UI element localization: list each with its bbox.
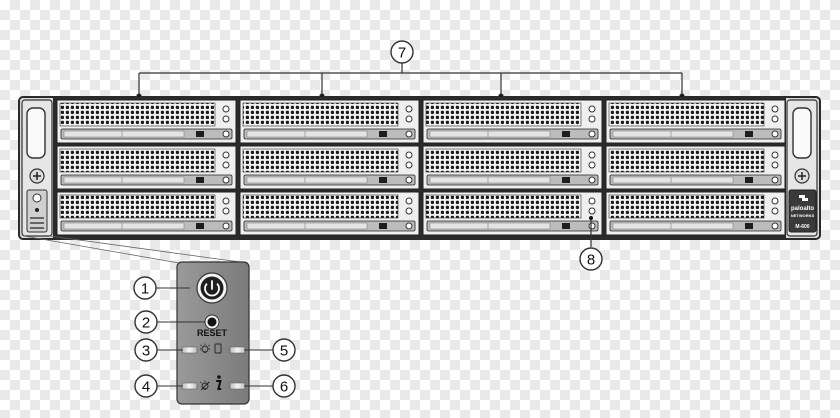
drive-status-led: [588, 207, 596, 215]
drive-release-button[interactable]: [405, 176, 413, 184]
info-icon: [216, 375, 222, 390]
callout-3: 3: [134, 338, 158, 362]
callout-2: 2: [134, 310, 158, 334]
svg-text:4: 4: [142, 379, 150, 396]
led-3: [181, 346, 198, 354]
drive-bay[interactable]: [239, 99, 420, 144]
reset-button: [204, 314, 220, 330]
drive-release-button[interactable]: [588, 130, 596, 138]
drive-bay[interactable]: [239, 145, 420, 190]
callout-5: 5: [272, 338, 296, 362]
drive-bay[interactable]: [605, 99, 786, 144]
thumbscrew-icon: [29, 168, 45, 184]
drive-status-led: [771, 207, 779, 215]
drive-bay[interactable]: [56, 99, 237, 144]
drive-activity-led: [771, 105, 779, 113]
drive-bay[interactable]: [422, 99, 603, 144]
drive-status-led: [405, 161, 413, 169]
drive-release-button[interactable]: [222, 130, 230, 138]
drive-release-button[interactable]: [405, 130, 413, 138]
drive-status-led: [405, 207, 413, 215]
led-5: [229, 346, 246, 354]
thumbscrew-icon: [794, 168, 810, 184]
zoom-lines: [23, 235, 248, 264]
power-icon: [204, 280, 220, 297]
drive-bay[interactable]: [239, 191, 420, 236]
reset-button-icon: [207, 317, 217, 327]
led-4: [181, 382, 198, 390]
drive-release-button[interactable]: [771, 130, 779, 138]
callout-leaders: [156, 287, 273, 387]
chassis-logo-icon: [799, 195, 808, 201]
drive-activity-led: [771, 151, 779, 159]
drive-status-led: [771, 115, 779, 123]
drive-bay[interactable]: [422, 145, 603, 190]
drive-activity-led: [588, 151, 596, 159]
callout-4: 4: [134, 374, 158, 398]
drive-activity-led: [405, 105, 413, 113]
drive-activity-led: [222, 197, 230, 205]
drive-status-led: [222, 115, 230, 123]
svg-text:6: 6: [280, 379, 288, 396]
model-label: M-600: [795, 224, 809, 230]
svg-text:8: 8: [587, 252, 595, 269]
drive-bay[interactable]: [56, 191, 237, 236]
brand-line1: paloalto: [791, 206, 814, 212]
drive-activity-led: [405, 197, 413, 205]
drive-activity-led: [771, 197, 779, 205]
callout-6: 6: [272, 374, 296, 398]
drive-release-button[interactable]: [222, 222, 230, 230]
drive-status-led: [405, 115, 413, 123]
drive-status-led: [222, 161, 230, 169]
drive-status-led: [588, 161, 596, 169]
led-6: [229, 382, 246, 390]
drive-bay[interactable]: [56, 145, 237, 190]
drive-release-button[interactable]: [588, 176, 596, 184]
drive-activity-led: [588, 197, 596, 205]
drive-activity-led: [588, 105, 596, 113]
callout-1: 1: [133, 276, 157, 300]
drive-release-button[interactable]: [222, 176, 230, 184]
callout-8-leader: [589, 216, 593, 247]
drive-status-led: [588, 115, 596, 123]
svg-text:2: 2: [142, 315, 150, 332]
drive-status-led: [222, 207, 230, 215]
drive-bay-grid: [56, 99, 786, 236]
drive-activity-led: [222, 105, 230, 113]
drive-bay[interactable]: [605, 191, 786, 236]
svg-text:7: 7: [398, 45, 406, 62]
alarm-icon: [200, 380, 210, 391]
control-panel-detail: RESET: [176, 261, 250, 405]
svg-text:3: 3: [142, 343, 150, 360]
drive-release-button[interactable]: [588, 222, 596, 230]
drive-bay[interactable]: [605, 145, 786, 190]
drive-release-button[interactable]: [405, 222, 413, 230]
svg-text:1: 1: [141, 281, 149, 298]
brand-line2: NETWORKS: [791, 213, 815, 218]
drive-bay[interactable]: [422, 191, 603, 236]
right-rack-ear: paloalto NETWORKS M-600: [786, 99, 818, 237]
power-button: [196, 272, 228, 304]
drive-release-button[interactable]: [771, 222, 779, 230]
callout-7-bracket: [136, 63, 685, 99]
callout-7: 7: [390, 40, 414, 64]
drive-activity-led: [405, 151, 413, 159]
drive-icon: [214, 343, 222, 354]
drive-release-button[interactable]: [771, 176, 779, 184]
reset-label: RESET: [197, 328, 228, 338]
drive-status-led: [771, 161, 779, 169]
svg-text:5: 5: [280, 343, 288, 360]
drive-activity-led: [222, 151, 230, 159]
left-rack-ear: [21, 99, 53, 237]
light-bulb-icon: [200, 343, 210, 353]
callout-8: 8: [579, 247, 603, 271]
